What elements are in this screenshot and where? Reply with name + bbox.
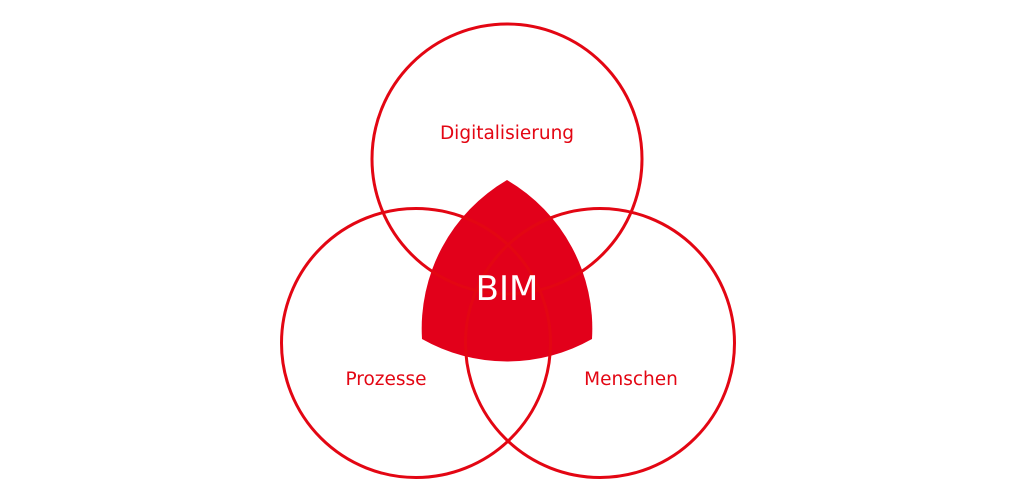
circle-digitalisierung <box>370 22 644 296</box>
label-digitalisierung: Digitalisierung <box>440 123 574 144</box>
circle-prozesse <box>280 207 552 479</box>
label-bim: BIM <box>476 269 539 309</box>
bim-center-shape <box>421 180 593 362</box>
label-menschen: Menschen <box>584 369 678 390</box>
label-prozesse: Prozesse <box>345 369 426 390</box>
circle-menschen <box>464 207 736 479</box>
